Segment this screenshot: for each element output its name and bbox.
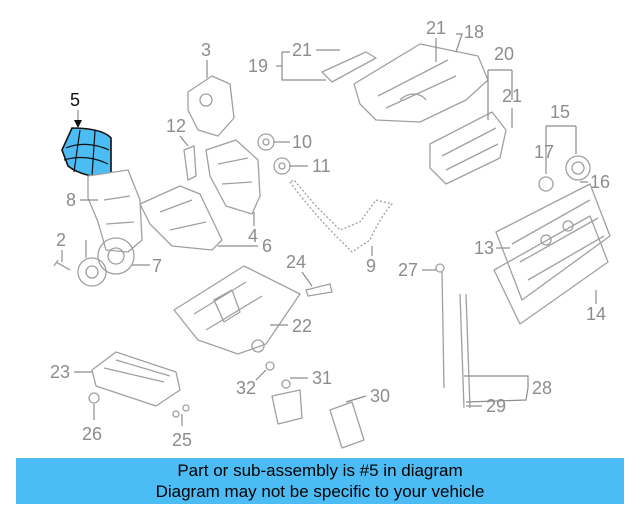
callout-15: 15	[550, 102, 570, 122]
callout-4: 4	[248, 226, 258, 246]
callout-21c: 21	[502, 86, 522, 106]
leader-24	[301, 271, 313, 287]
leader-12	[179, 135, 189, 147]
part-1-pulley	[77, 257, 107, 287]
callout-20: 20	[494, 44, 514, 64]
callout-21b: 21	[292, 40, 312, 60]
part-4-timing-cover	[205, 139, 261, 215]
part-20-cover	[429, 111, 507, 185]
part-27-dipstick	[435, 263, 445, 389]
part-14-gasket	[493, 215, 609, 325]
callout-13: 13	[474, 238, 494, 258]
part-7-sprocket	[97, 237, 135, 275]
callout-26: 26	[82, 424, 102, 444]
part-32-sensor	[265, 361, 275, 371]
callout-32: 32	[236, 378, 256, 398]
callout-22: 22	[292, 316, 312, 336]
callout-5: 5	[70, 90, 80, 110]
part-18-intake	[353, 43, 489, 123]
info-banner: Part or sub-assembly is #5 in diagram Di…	[16, 458, 624, 504]
banner-line-1: Part or sub-assembly is #5 in diagram	[177, 461, 463, 480]
part-10-idler	[257, 133, 275, 151]
callout-16: 16	[590, 172, 610, 192]
part-13-valve-cover	[495, 183, 611, 301]
part-31-filter-housing	[271, 379, 303, 425]
callout-30: 30	[370, 386, 390, 406]
part-24-sensor	[305, 283, 333, 297]
banner-line-2: Diagram may not be specific to your vehi…	[155, 482, 485, 501]
part-9-belt	[289, 179, 393, 253]
callout-7: 7	[152, 256, 162, 276]
part-12-bracket	[183, 145, 197, 181]
callout-18: 18	[464, 22, 484, 42]
part-2-bolt	[53, 259, 71, 271]
callout-19: 19	[248, 56, 268, 76]
callout-2: 2	[56, 230, 66, 250]
leader-28	[464, 375, 529, 403]
part-22-oil-pan	[173, 265, 301, 355]
part-3-upper-cover	[187, 75, 235, 137]
parts-diagram: 5 8 7 2 6 4 3	[50, 18, 611, 450]
callout-25: 25	[172, 430, 192, 450]
callout-17: 17	[534, 142, 554, 162]
leader-18	[455, 33, 463, 53]
part-5-cover[interactable]	[61, 127, 112, 179]
callout-27: 27	[398, 260, 418, 280]
part-25-bolts	[172, 404, 190, 418]
callout-31: 31	[312, 368, 332, 388]
callout-12: 12	[166, 116, 186, 136]
leader-20	[487, 69, 513, 120]
leader-30	[345, 395, 367, 403]
part-28-tube	[459, 293, 471, 409]
part-6-front-cover	[139, 185, 223, 251]
part-19-rail	[321, 51, 377, 83]
callout-29: 29	[486, 396, 506, 416]
callout-10: 10	[292, 132, 312, 152]
callout-6: 6	[262, 236, 272, 256]
part-26-plug	[88, 392, 100, 404]
part-11-idler	[273, 157, 291, 175]
part-30-oil-filter	[329, 401, 365, 449]
callout-8: 8	[66, 190, 76, 210]
leader-19	[276, 49, 340, 81]
callout-14: 14	[586, 304, 606, 324]
leader-32	[255, 369, 267, 381]
part-23-lower-pan	[91, 351, 181, 407]
leader-15	[545, 125, 577, 174]
callout-11: 11	[312, 156, 331, 176]
callout-21a: 21	[426, 18, 446, 38]
callout-3: 3	[201, 40, 211, 60]
part-16-cap	[565, 155, 591, 181]
callout-23: 23	[50, 362, 70, 382]
callout-9: 9	[366, 256, 376, 276]
leader-5-arrow	[74, 120, 82, 128]
callout-28: 28	[532, 378, 552, 398]
callout-24: 24	[286, 252, 306, 272]
part-8-rear-cover	[87, 169, 143, 253]
part-17-seal	[538, 176, 554, 192]
